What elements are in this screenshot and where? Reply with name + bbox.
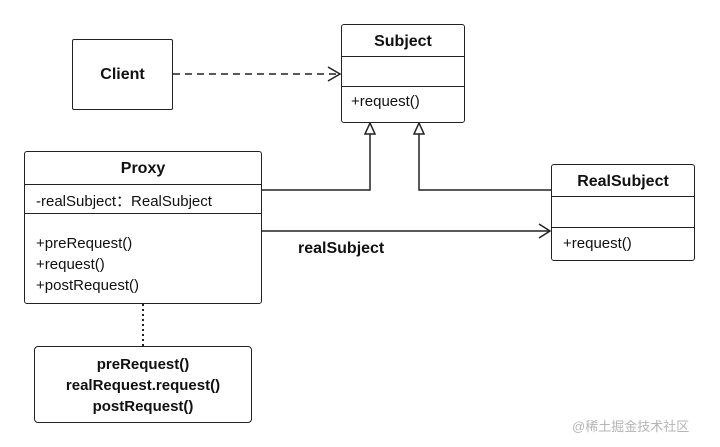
- proxy-method-postrequest: +postRequest(): [36, 277, 139, 294]
- subject-class: Subject +request(): [341, 24, 465, 123]
- proxy-realization-line: [262, 134, 371, 191]
- proxy-method-prerequest: +preRequest(): [36, 235, 133, 252]
- watermark: @稀土掘金技术社区: [572, 419, 690, 434]
- note-line-postrequest: postRequest(): [92, 398, 194, 415]
- note-line-realrequest: realRequest.request(): [65, 377, 221, 394]
- proxy-attribute: -realSubject：RealSubject: [36, 193, 212, 210]
- subject-name: Subject: [374, 33, 432, 50]
- realsubject-method: +request(): [563, 235, 632, 252]
- subject-attributes-compartment: [342, 56, 464, 86]
- note-line-prerequest: preRequest(): [96, 356, 190, 373]
- proxy-class: Proxy -realSubject：RealSubject +preReque…: [24, 151, 262, 304]
- client-box: Client: [72, 39, 173, 110]
- subject-methods-compartment: +request(): [342, 86, 464, 122]
- client-label: Client: [100, 66, 145, 83]
- association-arrowhead: [538, 223, 552, 239]
- note-box: preRequest() realRequest.request() postR…: [34, 346, 252, 423]
- realsubject-realization-line: [418, 134, 551, 191]
- realsubject-name: RealSubject: [577, 173, 669, 190]
- realsubject-class: RealSubject +request(): [551, 164, 695, 261]
- realsubject-realization-arrowhead: [412, 121, 426, 135]
- proxy-name: Proxy: [120, 160, 166, 177]
- association-label: realSubject: [298, 240, 385, 257]
- realsubject-attributes-compartment: [552, 196, 694, 227]
- proxy-attributes-compartment: -realSubject：RealSubject: [25, 184, 261, 213]
- proxy-method-request: +request(): [36, 256, 105, 273]
- realsubject-methods-compartment: +request(): [552, 227, 694, 260]
- dependency-arrowhead: [327, 66, 342, 82]
- proxy-realization-arrowhead: [363, 121, 377, 135]
- subject-method: +request(): [351, 93, 420, 110]
- proxy-methods-compartment: +preRequest() +request() +postRequest(): [25, 213, 261, 303]
